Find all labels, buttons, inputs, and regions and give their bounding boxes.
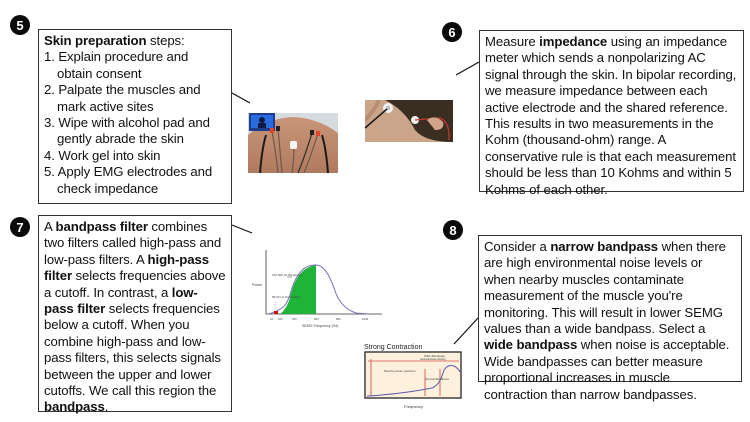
strong-contraction-chart: Strong Contraction Wide Bandpass (wide/b…	[364, 344, 462, 409]
wide-bandpass-label: Wide Bandpass	[424, 354, 446, 358]
narrow-bandpass-label: Narrow Bandpass	[425, 377, 449, 381]
connector-8	[453, 317, 479, 345]
x-ticks: 10 100 200 500 800 1000	[270, 317, 369, 321]
y-axis-label: Power	[252, 283, 263, 287]
step-badge-6: 6	[442, 22, 462, 42]
x-tick: 800	[336, 317, 341, 321]
connector-7	[231, 224, 253, 234]
x-tick: 200	[292, 317, 297, 321]
electrodes-on-back-photo	[248, 113, 338, 173]
impedance-box: Measure impedance using an impedance met…	[479, 30, 744, 197]
bandpass-fill	[280, 265, 316, 314]
impedance-measurement-photo	[365, 100, 453, 142]
x-tick: 10	[270, 317, 274, 321]
wide-bandpass-sublabel: (wide/bandpass display)	[420, 358, 446, 361]
step-item: 1. Explain procedure and obtain consent	[44, 49, 189, 81]
bandpass-selection-box: Consider a narrow bandpass when there ar…	[478, 235, 742, 402]
step-badge-5: 5	[10, 15, 30, 35]
spectrum-curve	[366, 365, 461, 397]
x-tick: 1000	[362, 317, 369, 321]
step-item: 4. Work gel into skin	[44, 147, 161, 163]
x-axis-label: SEMG Frequency (Hz)	[302, 324, 338, 328]
step-item: 5. Apply EMG electrodes and check impeda…	[44, 164, 213, 196]
bandpass-filter-box: A bandpass filter combines two filters c…	[38, 215, 232, 414]
step-badge-8: 8	[443, 220, 463, 240]
notch-annotation: 58-62 Hz Notch Filter	[272, 295, 300, 299]
bandpass-annotation: 100-500 Hz Bandpass	[272, 273, 302, 277]
step-badge-7: 7	[10, 217, 30, 237]
spectrum-label: Muscle power spectrum	[384, 369, 416, 373]
connector-5	[231, 92, 251, 104]
skin-preparation-box: Skin preparation steps: 1. Explain proce…	[38, 29, 232, 204]
skin-preparation-title: Skin preparation steps:	[44, 33, 185, 48]
bandpass-chart: Power 100-500 Hz Bandpass 58-62 Hz Notch…	[252, 250, 382, 328]
notch-filter-mark	[274, 311, 278, 314]
power-spectrum-curve	[267, 264, 369, 315]
contraction-chart-frame	[364, 351, 462, 399]
connector-6	[455, 61, 480, 76]
x-tick: 100	[278, 317, 283, 321]
contraction-chart-title: Strong Contraction	[364, 344, 422, 351]
x-tick: 500	[314, 317, 319, 321]
contraction-x-label: Frequency	[404, 404, 423, 409]
step-item: 2. Palpate the muscles and mark active s…	[44, 82, 201, 114]
skin-preparation-steps: 1. Explain procedure and obtain consent …	[44, 49, 226, 197]
step-item: 3. Wipe with alcohol pad and gently abra…	[44, 115, 210, 147]
